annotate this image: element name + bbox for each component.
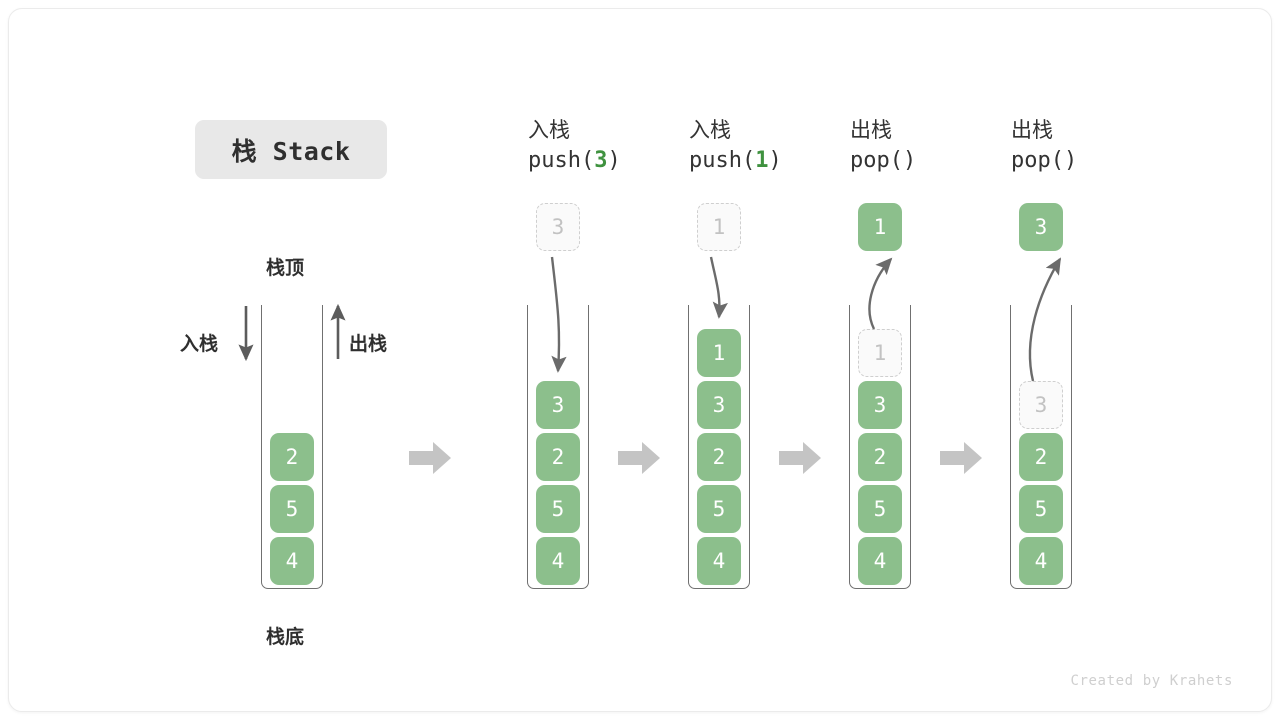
stack-4-container [1010,305,1072,589]
stack-4-element: 3 [1019,381,1063,429]
initial-stack-container [261,305,323,589]
stack-2-element: 2 [697,433,741,481]
stack-1-element: 3 [536,381,580,429]
stack-1-container [527,305,589,589]
stack-1-element: 5 [536,485,580,533]
initial-stack-element: 2 [270,433,314,481]
operation-header-1: 入栈 push(3) [528,115,698,177]
push-direction-label: 入栈 [180,333,219,355]
stack-4-element: 2 [1019,433,1063,481]
stack-4-element: 4 [1019,537,1063,585]
stack-4-element: 5 [1019,485,1063,533]
step-transition-arrow-2 [616,439,662,477]
operation-code-1: push(3) [528,148,621,174]
stack-1-element: 4 [536,537,580,585]
operation-name-3: 出栈 [850,118,892,142]
stack-2-element: 3 [697,381,741,429]
stack-2-container [688,305,750,589]
stack-3-element: 4 [858,537,902,585]
operation-name-2: 入栈 [689,118,731,142]
initial-stack-element: 5 [270,485,314,533]
stack-3-container [849,305,911,589]
operation-argument-2: 1 [755,148,769,174]
operation-argument-1: 3 [594,148,608,174]
initial-stack-element: 4 [270,537,314,585]
stack-3-element: 3 [858,381,902,429]
stack-2-element: 5 [697,485,741,533]
step-transition-arrow-3 [777,439,823,477]
stack-2-element: 4 [697,537,741,585]
page-title: 栈 Stack [195,120,387,179]
stack-1-element: 2 [536,433,580,481]
popped-value-box-4: 3 [1019,203,1063,251]
pop-direction-label: 出栈 [349,333,388,355]
pushed-value-box-2: 1 [697,203,741,251]
operation-header-3: 出栈 pop() [850,115,1020,177]
operation-header-2: 入栈 push(1) [689,115,859,177]
pushed-value-box-1: 3 [536,203,580,251]
operation-name-1: 入栈 [528,118,570,142]
step-transition-arrow-4 [938,439,984,477]
stack-2-element: 1 [697,329,741,377]
step-transition-arrow-1 [407,439,453,477]
stack-3-element: 1 [858,329,902,377]
operation-code-2: push(1) [689,148,782,174]
popped-value-box-3: 1 [858,203,902,251]
stack-bottom-label: 栈底 [266,626,305,648]
operation-header-4: 出栈 pop() [1011,115,1181,177]
operation-code-3: pop() [850,148,917,174]
operation-name-4: 出栈 [1011,118,1053,142]
operation-code-4: pop() [1011,148,1078,174]
stack-3-element: 2 [858,433,902,481]
credit-text: Created by Krahets [1070,673,1233,689]
stack-top-label: 栈顶 [266,257,305,279]
stack-3-element: 5 [858,485,902,533]
